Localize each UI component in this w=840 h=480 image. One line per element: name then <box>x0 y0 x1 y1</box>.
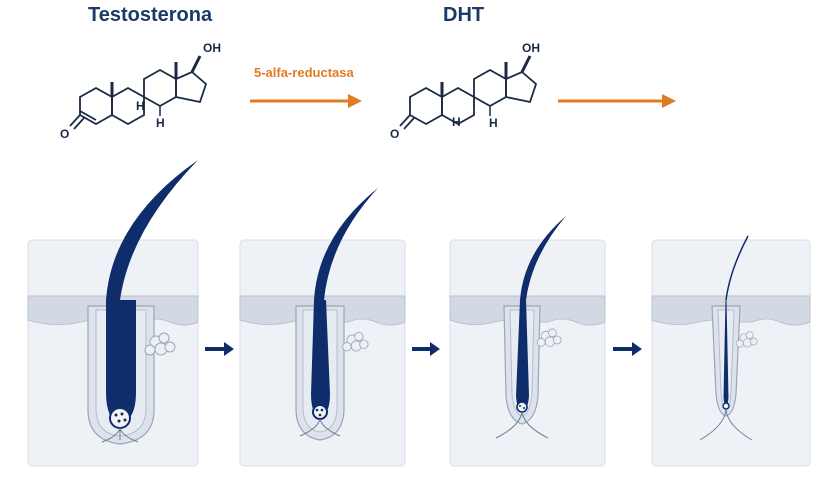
follicle-stage-4 <box>651 235 811 467</box>
oh-label: OH <box>522 41 540 55</box>
hair-root <box>311 300 330 418</box>
h-label: H <box>452 115 461 129</box>
h-label: H <box>136 99 145 113</box>
testosterone-title: Testosterona <box>88 4 213 26</box>
hair-root <box>516 300 529 412</box>
dht-title: DHT <box>443 4 485 26</box>
testosterone-molecule: O OH H H <box>60 41 221 141</box>
conversion-arrow <box>250 94 362 108</box>
stage-arrow <box>412 342 440 356</box>
hair-shaft <box>520 216 566 300</box>
h-label: H <box>156 116 165 130</box>
hair-shaft <box>106 160 198 300</box>
effect-arrow <box>558 94 676 108</box>
ketone-o-label: O <box>60 127 69 141</box>
follicle-stage-3 <box>449 216 606 467</box>
dht-molecule: O OH H H <box>390 41 540 141</box>
follicle-stage-2 <box>239 188 406 467</box>
stage-arrow <box>613 342 642 356</box>
enzyme-label: 5-alfa-reductasa <box>254 65 354 80</box>
follicle-stage-1 <box>27 160 199 467</box>
hair-root <box>106 300 136 424</box>
ketone-o-label: O <box>390 127 399 141</box>
oh-label: OH <box>203 41 221 55</box>
hair-shaft <box>314 188 378 300</box>
stage-arrow <box>205 342 234 356</box>
hair-shaft <box>725 235 749 301</box>
h-label: H <box>489 116 498 130</box>
